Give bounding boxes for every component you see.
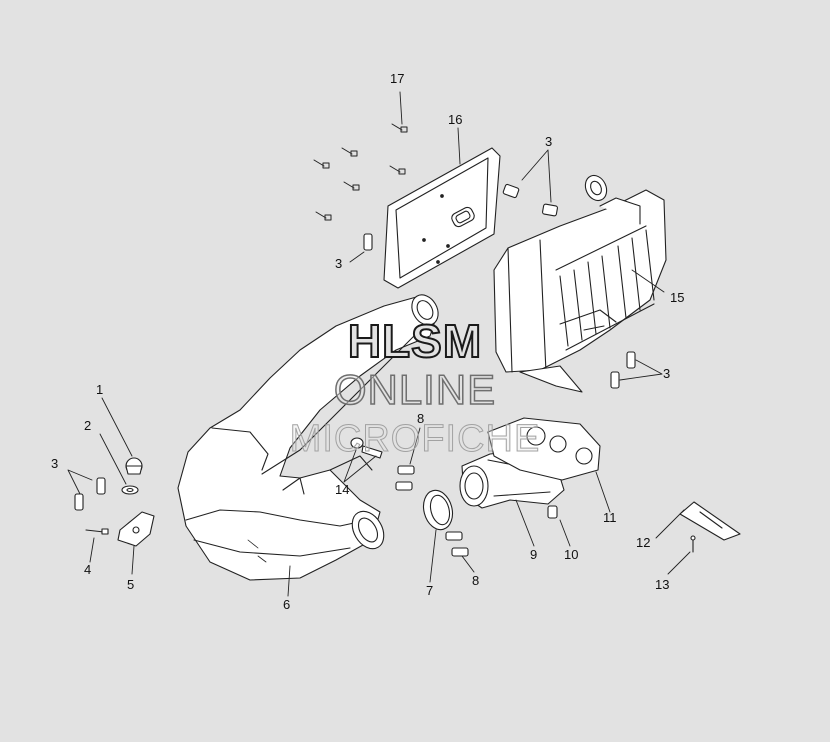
callout-12[interactable]: 12 (636, 535, 651, 550)
callout-3[interactable]: 3 (663, 366, 671, 381)
callout-15[interactable]: 14 (335, 482, 350, 497)
callout-1[interactable]: 1 (96, 382, 104, 397)
rivet (690, 535, 696, 553)
callout-16[interactable]: 16 (448, 112, 463, 127)
muffler (493, 174, 667, 393)
callout-7[interactable]: 7 (426, 583, 434, 598)
manifold-gasket (487, 417, 601, 481)
bolts (313, 123, 408, 221)
callout-8[interactable]: 8 (472, 573, 480, 588)
callout-10[interactable]: 10 (564, 547, 579, 562)
bracket (117, 511, 155, 547)
callout-3[interactable]: 3 (335, 256, 343, 271)
plug (547, 505, 558, 519)
callout-5[interactable]: 5 (127, 577, 135, 592)
heat-shield-tab (679, 501, 741, 541)
seal-ring (422, 489, 454, 531)
callout-9[interactable]: 9 (530, 547, 538, 562)
callout-3[interactable]: 3 (545, 134, 553, 149)
callout-2[interactable]: 2 (84, 418, 92, 433)
washer (121, 485, 139, 495)
callout-13[interactable]: 13 (655, 577, 670, 592)
callout-17[interactable]: 17 (390, 71, 405, 86)
screw (85, 528, 109, 535)
callout-6[interactable]: 6 (283, 597, 291, 612)
stud (350, 437, 383, 459)
callout-3[interactable]: 3 (51, 456, 59, 471)
springs-8 (395, 465, 469, 557)
callout-4[interactable]: 4 (84, 562, 92, 577)
expansion-chamber-pipe (177, 294, 439, 581)
callout-8[interactable]: 8 (417, 411, 425, 426)
heat-shield-plate (383, 147, 501, 289)
cap (125, 457, 143, 475)
callout-14[interactable]: 15 (670, 290, 685, 305)
callout-11[interactable]: 11 (603, 510, 617, 525)
springs (74, 183, 636, 511)
leader-lines (67, 91, 691, 597)
